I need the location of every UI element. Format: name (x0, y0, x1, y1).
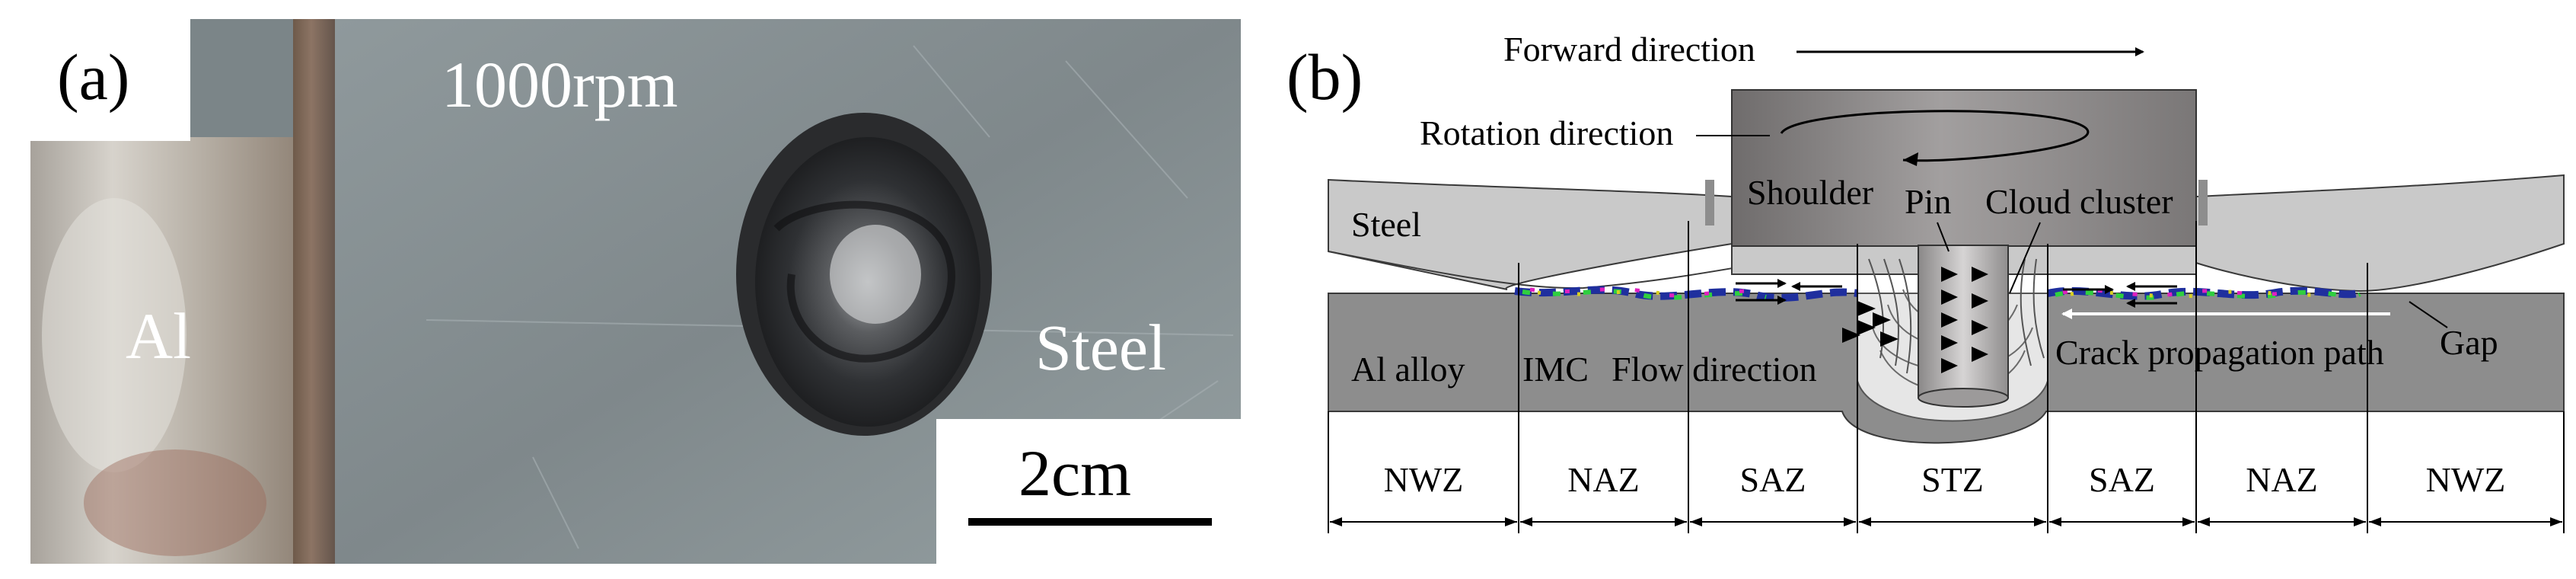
keyhole (736, 113, 992, 436)
zone-label-naz: NAZ (1567, 460, 1640, 499)
cloud-cluster-leader (2009, 222, 2041, 294)
gap-leader (2409, 301, 2448, 328)
gap-label: Gap (2440, 323, 2498, 362)
forward-direction-label: Forward direction (1503, 30, 1755, 69)
shoulder-notch-right (2198, 180, 2208, 226)
shoulder-label: Shoulder (1747, 173, 1873, 212)
al-alloy-label: Al alloy (1351, 350, 1465, 389)
rotation-direction-label: Rotation direction (1420, 114, 1673, 152)
shoulder-notch-left (1705, 180, 1714, 226)
zone-label-saz: SAZ (1740, 460, 1806, 499)
pin-flow-arrows (1941, 267, 1988, 373)
pin-leader (1937, 222, 1950, 252)
zone-labels: NWZ NAZ SAZ STZ SAZ NAZ NWZ (1384, 460, 2506, 499)
al-surface-stain (84, 449, 266, 556)
shoulder (1731, 89, 2197, 247)
imc-band (1514, 286, 2361, 302)
flow-direction-label: Flow direction (1612, 350, 1817, 389)
imc-band-green (1522, 289, 2361, 300)
zone-label-nwz: NWZ (1384, 460, 1464, 499)
pin-label: Pin (1905, 182, 1951, 221)
interface-arrows (1736, 279, 2177, 308)
cloud-cluster-label: Cloud cluster (1985, 182, 2173, 221)
panel-a-photo: (a) 1000rpm Al Steel 2cm (30, 19, 1241, 564)
scale-bar (968, 518, 1212, 526)
scale-bar-label: 2cm (1019, 437, 1131, 510)
al-label: Al (126, 299, 191, 373)
steel-sheet-edge (293, 19, 339, 564)
panel-a-label: (a) (57, 40, 129, 114)
pin (1918, 245, 2009, 398)
rotation-arrow-head (1903, 152, 1918, 166)
rotation-loop (1780, 110, 2090, 162)
panel-b-diagram: (b) Forward direction (1286, 30, 2565, 533)
al-surface-highlight (42, 198, 187, 472)
steel-label: Steel (1351, 205, 1421, 244)
scale-bar-background (936, 419, 1241, 564)
flow-direction-arrows (1842, 301, 1899, 347)
zone-label-nwz: NWZ (2426, 460, 2506, 499)
label-a-background (30, 19, 190, 141)
zone-label-naz: NAZ (2246, 460, 2318, 499)
zone-label-stz: STZ (1921, 460, 1984, 499)
imc-label: IMC (1522, 350, 1589, 389)
crack-propagation-label: Crack propagation path (2055, 333, 2384, 372)
zone-label-saz: SAZ (2089, 460, 2155, 499)
speed-label: 1000rpm (442, 48, 678, 121)
steel-sheet-right (2195, 174, 2565, 293)
zone-boundaries (1328, 221, 2565, 533)
steel-photo-label: Steel (1035, 311, 1166, 384)
pin-tip (1918, 388, 2009, 408)
panel-b-label: (b) (1286, 40, 1363, 114)
